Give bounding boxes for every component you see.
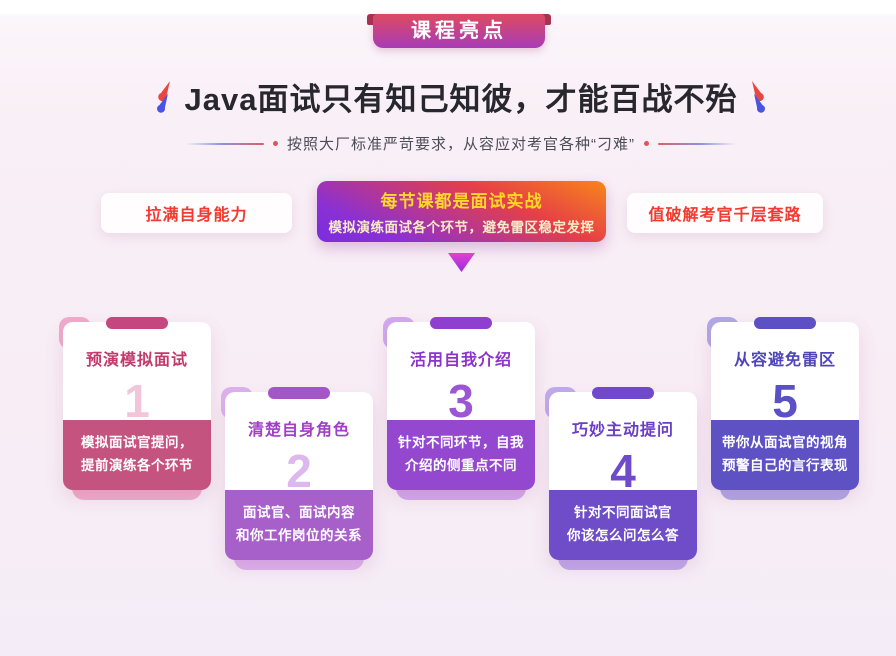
card-top-notch — [592, 387, 654, 399]
tab-self-ability-label: 拉满自身能力 — [145, 207, 248, 224]
card-step-number: 3 — [448, 375, 474, 427]
lightning-icon-right — [752, 80, 766, 113]
card-title: 巧妙主动提问 — [571, 422, 674, 439]
card-body: 从容避免雷区 5 带你从面试官的视角 预警自己的言行表现 — [711, 317, 859, 490]
tab-interview-practice-subtitle: 模拟演练面试各个环节，避免雷区稳定发挥 — [328, 220, 595, 235]
card-top-area: 清楚自身角色 2 — [225, 392, 373, 494]
tab-crack-routines-label: 值破解考官千层套路 — [648, 207, 802, 224]
lightning-icon-left — [156, 80, 170, 113]
section-ribbon-label: 课程亮点 — [373, 14, 545, 48]
card-step-number: 1 — [124, 375, 150, 427]
card-top-area: 活用自我介绍 3 — [387, 322, 535, 424]
tab-interview-practice-title: 每节课都是面试实战 — [380, 192, 543, 211]
divider-line-right — [658, 142, 736, 145]
card-step-number: 4 — [610, 445, 636, 497]
step-card: 清楚自身角色 2 面试官、面试内容 和你工作岗位的关系 — [221, 387, 373, 570]
card-top-notch — [754, 317, 816, 329]
card-title: 从容避免雷区 — [733, 352, 836, 369]
card-title: 清楚自身角色 — [247, 422, 350, 439]
section-ribbon: 课程亮点 — [367, 14, 551, 48]
card-description-panel: 带你从面试官的视角 预警自己的言行表现 — [711, 420, 859, 490]
tab-interview-practice-active[interactable]: 每节课都是面试实战 模拟演练面试各个环节，避免雷区稳定发挥 — [317, 181, 606, 242]
card-body: 巧妙主动提问 4 针对不同面试官 你该怎么问怎么答 — [549, 387, 697, 560]
card-body: 清楚自身角色 2 面试官、面试内容 和你工作岗位的关系 — [225, 387, 373, 560]
hero-title-row: Java面试只有知己知彼，才能百战不殆 — [26, 74, 896, 119]
card-top-notch — [106, 317, 168, 329]
step-card: 巧妙主动提问 4 针对不同面试官 你该怎么问怎么答 — [545, 387, 697, 570]
card-body: 活用自我介绍 3 针对不同环节，自我 介绍的侧重点不同 — [387, 317, 535, 490]
card-title: 预演模拟面试 — [85, 352, 188, 369]
page-subtitle: 按照大厂标准严苛要求，从容应对考官各种“刁难” — [287, 136, 635, 153]
card-top-notch — [430, 317, 492, 329]
active-tab-arrow-icon — [448, 253, 475, 272]
card-description-panel: 面试官、面试内容 和你工作岗位的关系 — [225, 490, 373, 560]
card-top-area: 从容避免雷区 5 — [711, 322, 859, 424]
card-description-panel: 针对不同环节，自我 介绍的侧重点不同 — [387, 420, 535, 490]
card-top-notch — [268, 387, 330, 399]
card-step-number: 5 — [772, 375, 798, 427]
card-top-area: 巧妙主动提问 4 — [549, 392, 697, 494]
tab-crack-routines[interactable]: 值破解考官千层套路 — [627, 193, 823, 233]
card-description: 模拟面试官提问， 提前演练各个环节 — [81, 435, 193, 473]
card-description-panel: 针对不同面试官 你该怎么问怎么答 — [549, 490, 697, 560]
divider-line-left — [186, 142, 264, 145]
divider-dot-left — [273, 141, 278, 146]
card-description: 带你从面试官的视角 预警自己的言行表现 — [722, 435, 848, 473]
step-card: 预演模拟面试 1 模拟面试官提问， 提前演练各个环节 — [59, 317, 211, 500]
card-description: 针对不同面试官 你该怎么问怎么答 — [567, 505, 679, 543]
divider-dot-right — [644, 141, 649, 146]
card-description-panel: 模拟面试官提问， 提前演练各个环节 — [63, 420, 211, 490]
cards-row: 预演模拟面试 1 模拟面试官提问， 提前演练各个环节 清楚自身角色 2 面试官、… — [59, 317, 859, 570]
card-description: 针对不同环节，自我 介绍的侧重点不同 — [398, 435, 524, 473]
card-body: 预演模拟面试 1 模拟面试官提问， 提前演练各个环节 — [63, 317, 211, 490]
tab-self-ability[interactable]: 拉满自身能力 — [101, 193, 292, 233]
hero-subtitle-row: 按照大厂标准严苛要求，从容应对考官各种“刁难” — [26, 133, 896, 154]
card-step-number: 2 — [286, 445, 312, 497]
step-card: 活用自我介绍 3 针对不同环节，自我 介绍的侧重点不同 — [383, 317, 535, 500]
page-title: Java面试只有知己知彼，才能百战不殆 — [184, 82, 738, 117]
card-description: 面试官、面试内容 和你工作岗位的关系 — [236, 505, 362, 543]
card-top-area: 预演模拟面试 1 — [63, 322, 211, 424]
step-card: 从容避免雷区 5 带你从面试官的视角 预警自己的言行表现 — [707, 317, 859, 500]
card-title: 活用自我介绍 — [409, 352, 512, 369]
